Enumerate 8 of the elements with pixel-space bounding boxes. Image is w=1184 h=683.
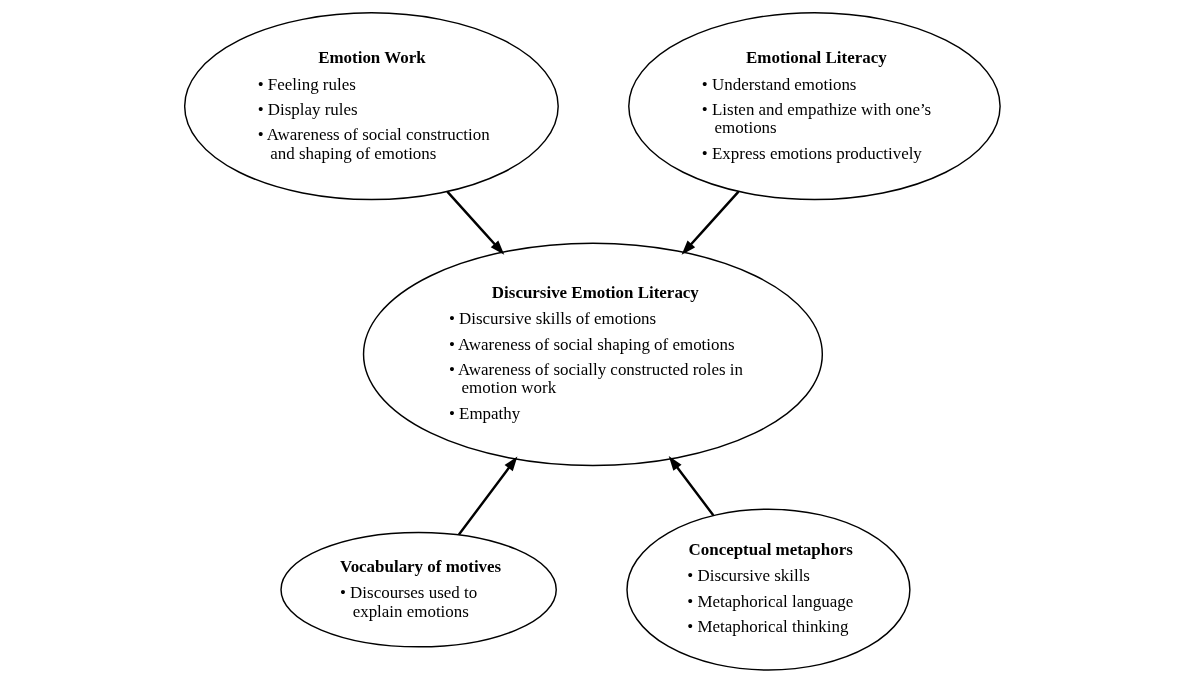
arrow <box>457 456 517 536</box>
node-ellipse: Emotion Work • Feeling rules • Display rules • Awareness of social construction and shaping of emotions <box>183 12 559 201</box>
node-ellipse: Vocabulary of motives • Discourses used to explain emotions <box>279 531 557 648</box>
node-ellipse: Conceptual metaphors • Discursive skills • Metaphorical language • Metaphorical thinking <box>625 508 911 671</box>
node-ellipse: Emotional Literacy • Understand emotions • Listen and empathize with one’s emotions • Express emotions productively <box>627 12 1001 201</box>
arrow <box>681 190 739 255</box>
arrow <box>668 456 714 516</box>
arrow <box>445 190 504 255</box>
